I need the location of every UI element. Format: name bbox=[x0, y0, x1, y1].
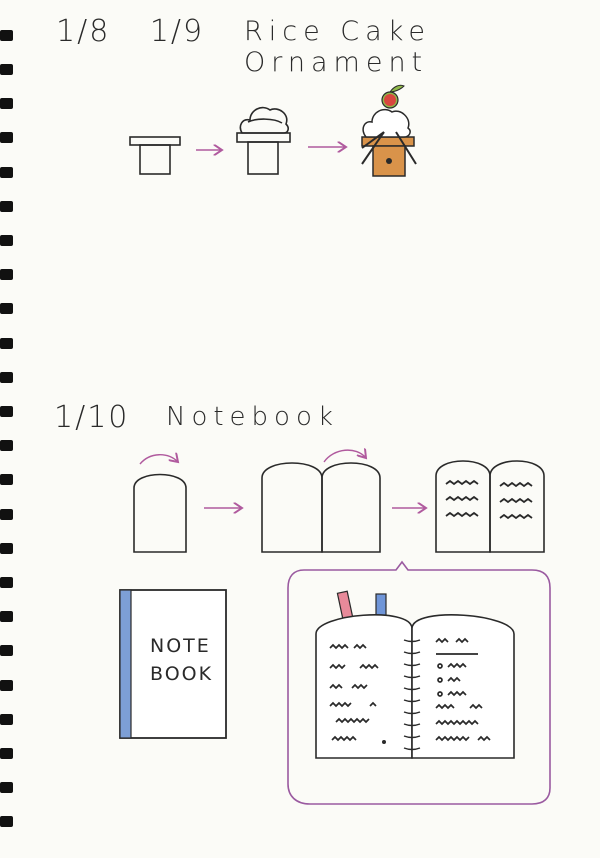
fold-arrow bbox=[139, 455, 178, 465]
date-heading-1: 1/8 1/9 bbox=[56, 14, 204, 49]
notebook-title: Notebook bbox=[166, 402, 339, 432]
notebook-step-1 bbox=[133, 473, 187, 553]
notebook-cover bbox=[119, 589, 227, 739]
date-1-10: 1/10 bbox=[54, 400, 130, 435]
mochi-step-2 bbox=[236, 106, 291, 175]
spiral-binding bbox=[0, 30, 13, 827]
open-spiral-notebook bbox=[315, 590, 515, 759]
notebook-cover-label: NOTE BOOK bbox=[150, 632, 230, 688]
date-1-9: 1/9 bbox=[149, 14, 205, 49]
cover-label-line-2: BOOK bbox=[150, 663, 214, 685]
stand-step-1 bbox=[129, 136, 181, 175]
rice-cake-title: Rice Cake Ornament bbox=[244, 16, 431, 78]
date-1-8: 1/8 bbox=[56, 14, 111, 49]
notebook-step-3 bbox=[435, 460, 545, 553]
notebook-step-2 bbox=[261, 462, 381, 553]
cover-label-line-1: NOTE bbox=[150, 635, 211, 657]
callout-bubble bbox=[287, 560, 551, 805]
fold-arrow bbox=[323, 450, 366, 463]
kagami-mochi-step-3 bbox=[361, 84, 417, 177]
